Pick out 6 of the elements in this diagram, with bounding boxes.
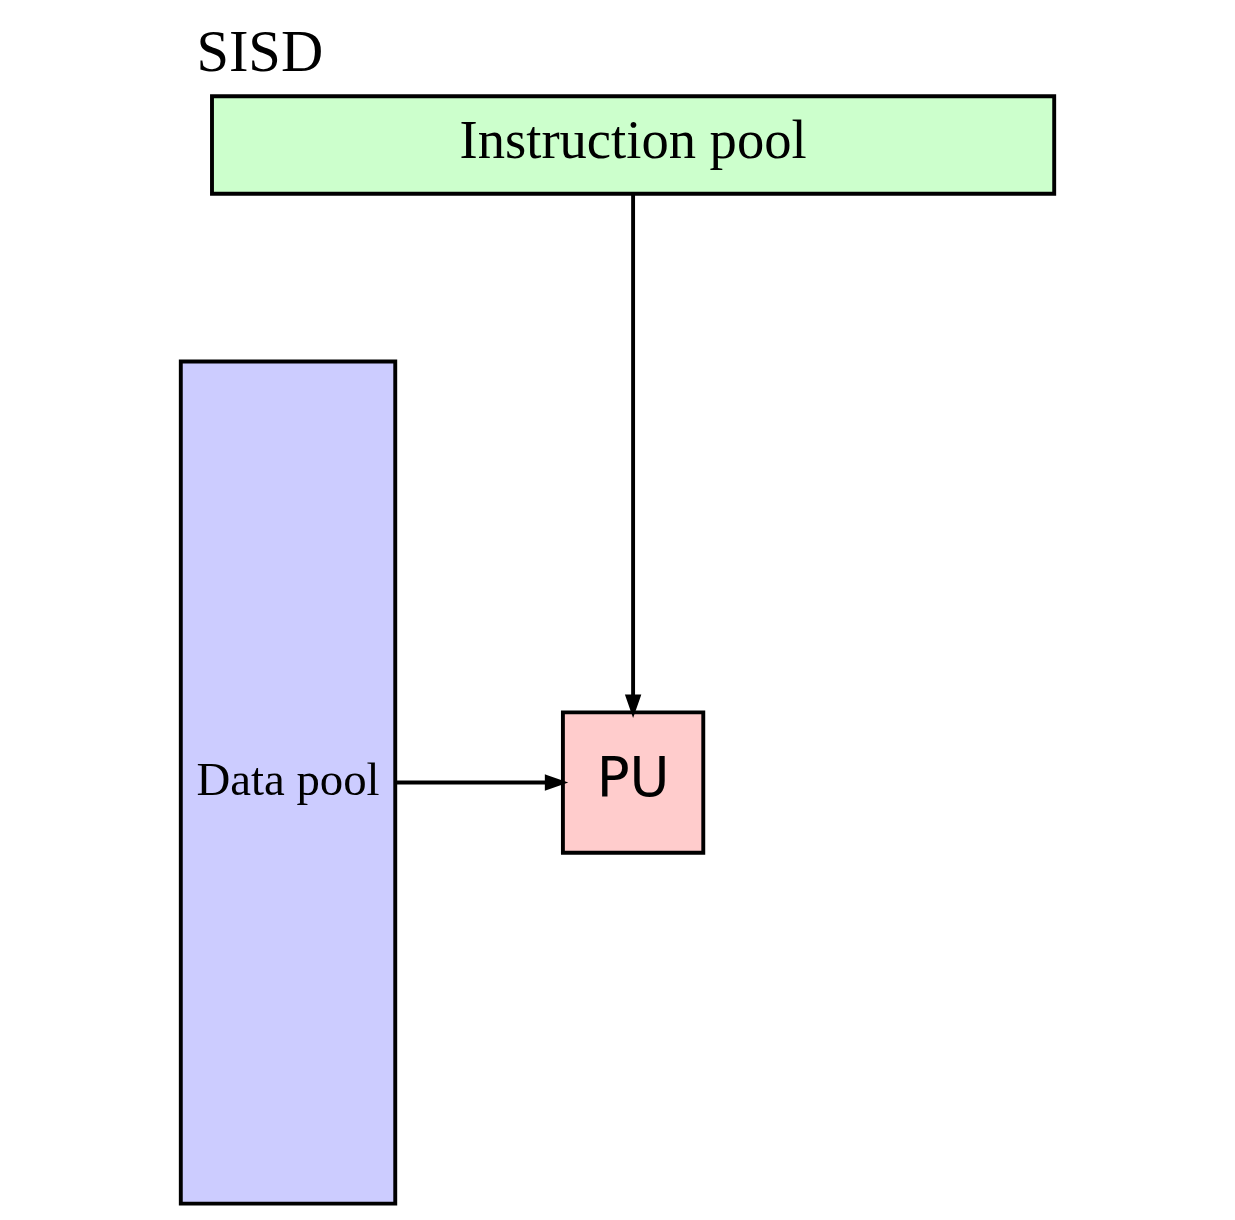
arrow [395,774,569,791]
node-box: PU [560,710,706,855]
node-box: Instruction pool [210,94,1057,196]
arrow [624,194,642,718]
diagram-title: SISD [196,18,324,84]
node-box: Data pool [178,359,398,1206]
